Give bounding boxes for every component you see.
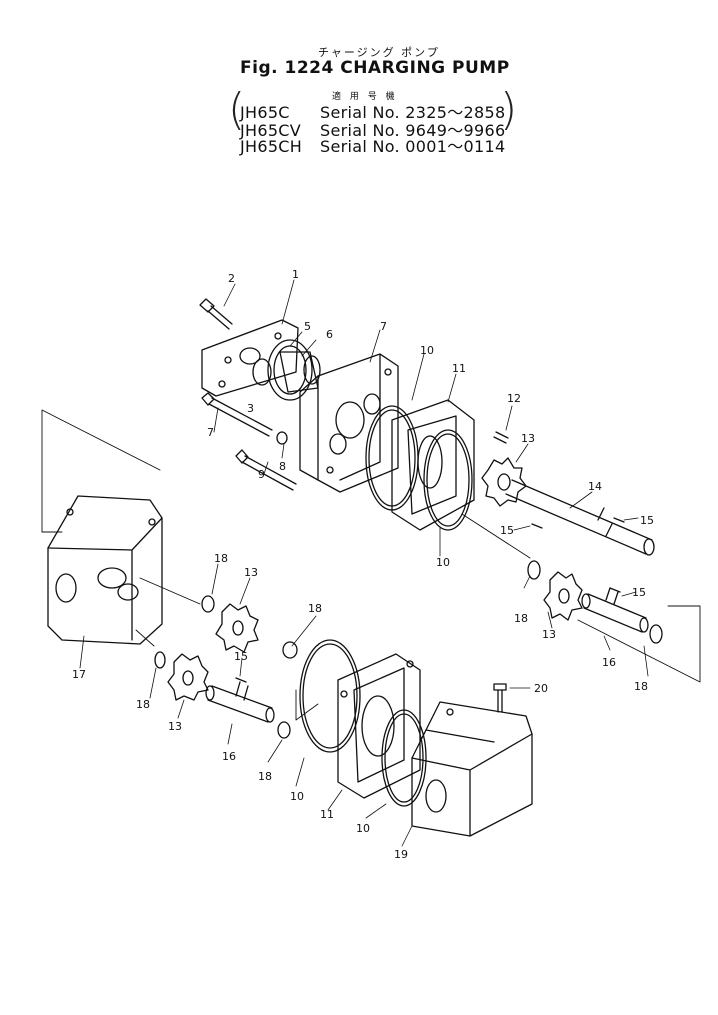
part-label: 14	[588, 480, 602, 493]
figure-header: チャージング ポンプ Fig. 1224 CHARGING PUMP 適 用 号…	[0, 0, 718, 160]
applicable-models-heading: 適 用 号 機	[332, 92, 398, 102]
part-label: 18	[214, 552, 228, 565]
serial-range: Serial No. 0001～0114	[320, 137, 506, 156]
part-gear-plate	[337, 653, 421, 799]
part-label: 13	[168, 720, 182, 733]
part-seal-collar	[252, 339, 321, 401]
part-label: 15	[632, 586, 646, 599]
part-driven-shaft	[205, 681, 275, 723]
figure-title: Fig. 1224 CHARGING PUMP	[240, 58, 510, 78]
part-key	[531, 517, 625, 529]
part-label: 18	[258, 770, 272, 783]
part-label: 18	[308, 602, 322, 615]
part-label: 7	[207, 426, 214, 439]
part-snap-ring	[527, 560, 541, 580]
part-idler-gear	[215, 603, 259, 653]
part-label: 11	[452, 362, 466, 375]
part-label: 6	[326, 328, 333, 341]
part-label: 13	[521, 432, 535, 445]
part-label: 10	[290, 790, 304, 803]
part-label: 2	[228, 272, 235, 285]
part-label: 15	[500, 524, 514, 537]
leader-lines	[79, 279, 649, 847]
serial-model: JH65CH	[240, 137, 303, 156]
guide-line	[461, 513, 531, 559]
part-screw	[493, 683, 507, 713]
japanese-title: チャージング ポンプ	[318, 46, 440, 59]
part-driven-shaft	[581, 587, 649, 633]
part-snap-ring	[154, 651, 166, 669]
serial-model: JH65CV	[240, 121, 302, 140]
part-label: 10	[436, 556, 450, 569]
guide-line	[577, 605, 701, 683]
part-label: 20	[534, 682, 548, 695]
guide-line	[41, 409, 161, 533]
part-key	[235, 587, 621, 683]
serial-range: Serial No. 9649～9966	[320, 121, 506, 140]
part-bolt-short	[199, 298, 233, 330]
part-label: 10	[356, 822, 370, 835]
part-label: 5	[304, 320, 311, 333]
part-label: 11	[320, 808, 334, 821]
part-spring-washer	[276, 431, 288, 445]
part-label: 16	[602, 656, 616, 669]
part-idler-gear	[167, 653, 209, 701]
part-snap-ring	[201, 595, 215, 613]
part-snap-ring	[649, 624, 663, 644]
part-dowel-pin	[493, 431, 509, 444]
part-label: 7	[380, 320, 387, 333]
part-o-ring	[299, 639, 361, 753]
serial-row: JH65CH Serial No. 0001～0114	[240, 133, 505, 157]
part-long-bolt	[201, 392, 273, 437]
part-drive-shaft	[505, 479, 655, 556]
part-label: 18	[634, 680, 648, 693]
part-label: 8	[279, 460, 286, 473]
part-label: 17	[72, 668, 86, 681]
serial-model: JH65C	[240, 103, 290, 122]
serial-range: Serial No. 2325～2858	[320, 103, 506, 122]
part-label: 12	[507, 392, 521, 405]
part-label: 3	[247, 402, 254, 415]
bracket-left: (	[228, 84, 246, 135]
guide-line	[135, 577, 201, 647]
part-end-cover	[411, 701, 533, 837]
part-label: 15	[640, 514, 654, 527]
serial-row: JH65CV Serial No. 9649～9966	[240, 117, 505, 141]
part-label: 1	[292, 268, 299, 281]
part-o-ring	[423, 429, 473, 531]
bracket-right: )	[500, 84, 518, 135]
part-label: 9	[258, 468, 265, 481]
part-gear-plate	[391, 399, 475, 531]
part-idler-gear	[543, 571, 583, 621]
part-label: 13	[542, 628, 556, 641]
part-snap-ring	[282, 641, 298, 659]
serial-row: JH65C Serial No. 2325～2858	[240, 99, 505, 123]
part-label: 18	[514, 612, 528, 625]
part-rear-housing	[47, 495, 163, 645]
part-front-housing	[299, 353, 399, 493]
part-label: 13	[244, 566, 258, 579]
part-label: 10	[420, 344, 434, 357]
guide-line	[295, 689, 319, 721]
part-cover-plate	[201, 319, 299, 397]
part-label: 19	[394, 848, 408, 861]
part-label: 18	[136, 698, 150, 711]
part-mounting-bolt	[235, 449, 297, 491]
part-snap-ring	[277, 721, 291, 739]
part-label: 15	[234, 650, 248, 663]
part-label: 16	[222, 750, 236, 763]
part-drive-gear	[481, 457, 527, 507]
